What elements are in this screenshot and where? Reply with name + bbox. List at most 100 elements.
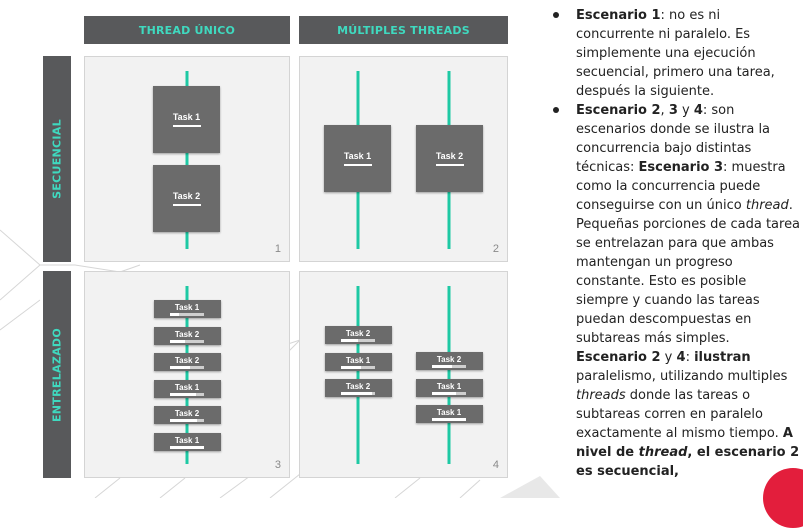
subtask-box: Task 2 xyxy=(153,406,221,424)
subtask-box: Task 2 xyxy=(324,379,392,397)
text-run: threads xyxy=(576,388,626,403)
task-progress-fill xyxy=(170,313,179,316)
column-header-label: MÚLTIPLES THREADS xyxy=(337,23,470,37)
panel-number: 3 xyxy=(274,459,281,471)
subtask-box: Task 2 xyxy=(324,326,392,344)
panel-number: 1 xyxy=(274,243,281,255)
task-progress-bar xyxy=(341,339,375,342)
text-run: : muestra como la concurrencia puede con… xyxy=(576,160,786,213)
subtask-box: Task 2 xyxy=(153,353,221,371)
task-progress-bar xyxy=(432,365,466,368)
scenario-panel-3: 3 Task 1 Task 2 Task 2 Task 1 Task 2 Task 1 xyxy=(84,271,290,478)
text-run: y xyxy=(660,350,677,365)
subtask-box: Task 2 xyxy=(415,352,483,370)
text-run: 3 xyxy=(668,103,678,118)
text-run: 4 xyxy=(693,103,703,118)
task-progress-fill xyxy=(341,339,358,342)
task-label: Task 2 xyxy=(345,329,371,338)
task-progress-fill xyxy=(341,365,362,369)
text-run: , el escenario 2 es secuencial, xyxy=(576,445,800,479)
task-box: Task 1 xyxy=(153,86,220,153)
task-label: Task 2 xyxy=(345,382,371,391)
text-run: Escenario 2 xyxy=(576,350,661,365)
text-run: Escenario 3 xyxy=(638,160,724,175)
explanation-list: Escenario 1: no es ni concurrente ni par… xyxy=(546,6,802,481)
row-header-label: ENTRELAZADO xyxy=(50,327,64,422)
subtask-box: Task 1 xyxy=(153,379,221,398)
text-run: Escenario 1 xyxy=(576,8,661,23)
task-label: Task 2 xyxy=(174,329,200,339)
scenario-panel-1: Task 1 Task 2 1 xyxy=(84,56,290,262)
task-label: Task 2 xyxy=(436,355,462,364)
background-decoration xyxy=(0,229,560,498)
task-label: Task 1 xyxy=(172,112,201,122)
task-label: Task 2 xyxy=(435,151,464,161)
scenario-panel-2: Task 1 Task 2 2 xyxy=(299,56,508,262)
task-progress-bar xyxy=(172,204,201,206)
thread-line xyxy=(447,286,451,464)
task-progress-fill xyxy=(432,365,453,368)
task-progress-fill xyxy=(170,339,186,343)
task-progress-bar xyxy=(170,366,204,369)
explanation-item: Escenario 2, 3 y 4: son escenarios donde… xyxy=(546,101,802,481)
task-progress-bar xyxy=(341,365,375,369)
text-run: donde las tareas o subtareas corren en p… xyxy=(576,388,783,441)
text-run: 4 xyxy=(676,350,686,365)
task-label: Task 2 xyxy=(174,409,200,418)
thread-line xyxy=(356,286,360,464)
task-label: Task 1 xyxy=(174,303,200,312)
text-run: paralelismo, utilizando multiples xyxy=(576,369,788,384)
text-run: thread xyxy=(745,198,789,213)
task-progress-fill xyxy=(170,366,191,369)
task-progress-bar xyxy=(170,313,204,316)
text-run: . Pequeñas porciones de cada tarea se en… xyxy=(576,198,801,346)
task-progress-fill xyxy=(170,419,198,422)
task-progress-bar xyxy=(432,391,466,395)
task-progress-bar xyxy=(170,419,204,422)
scenario-panel-4: 4 Task 2 Task 1 Task 2 Task 2 Task 1 Task 1 xyxy=(299,271,508,478)
panel-number: 2 xyxy=(492,243,499,255)
task-progress-bar xyxy=(341,392,375,395)
task-label: Task 2 xyxy=(174,356,200,365)
task-progress-bar xyxy=(170,339,204,343)
task-progress-fill xyxy=(170,445,204,449)
thread-line xyxy=(185,71,189,249)
task-progress-fill xyxy=(432,418,466,421)
row-header-sequential: SECUENCIAL xyxy=(43,56,71,262)
task-box: Task 1 xyxy=(324,125,391,192)
panel-number: 4 xyxy=(492,459,499,471)
column-header-label: THREAD ÚNICO xyxy=(138,23,236,37)
subtask-box: Task 1 xyxy=(415,405,483,423)
task-progress-bar xyxy=(170,392,204,396)
text-run: thread xyxy=(638,445,688,460)
task-label: Task 1 xyxy=(174,435,200,445)
task-label: Task 1 xyxy=(345,355,371,365)
text-run: : no es ni concurrente ni paralelo. Es s… xyxy=(576,8,775,99)
task-box: Task 2 xyxy=(153,165,220,232)
subtask-box: Task 2 xyxy=(153,326,221,345)
text-run: Escenario 2 xyxy=(576,103,661,118)
text-run: : xyxy=(685,350,695,365)
task-label: Task 1 xyxy=(174,382,200,392)
task-label: Task 1 xyxy=(343,151,372,161)
task-progress-bar xyxy=(435,164,464,166)
row-header-interleaved: ENTRELAZADO xyxy=(43,271,71,478)
task-box: Task 2 xyxy=(416,125,483,192)
subtask-box: Task 1 xyxy=(324,352,392,371)
task-progress-bar xyxy=(343,164,372,166)
text-run: ilustran xyxy=(694,350,751,365)
text-run: A nivel de xyxy=(576,426,793,460)
task-progress-fill xyxy=(432,391,456,395)
subtask-box: Task 1 xyxy=(153,300,221,318)
task-progress-fill xyxy=(341,392,372,395)
task-label: Task 2 xyxy=(172,191,201,201)
text-run: , xyxy=(660,103,669,118)
task-progress-fill xyxy=(170,392,196,396)
column-header-multiple-threads: MÚLTIPLES THREADS xyxy=(299,16,508,44)
column-header-single-thread: THREAD ÚNICO xyxy=(84,16,290,44)
task-label: Task 1 xyxy=(436,408,462,417)
task-progress-bar xyxy=(172,125,201,127)
task-label: Task 1 xyxy=(436,381,462,391)
thread-line xyxy=(185,286,189,464)
row-header-label: SECUENCIAL xyxy=(50,119,64,199)
